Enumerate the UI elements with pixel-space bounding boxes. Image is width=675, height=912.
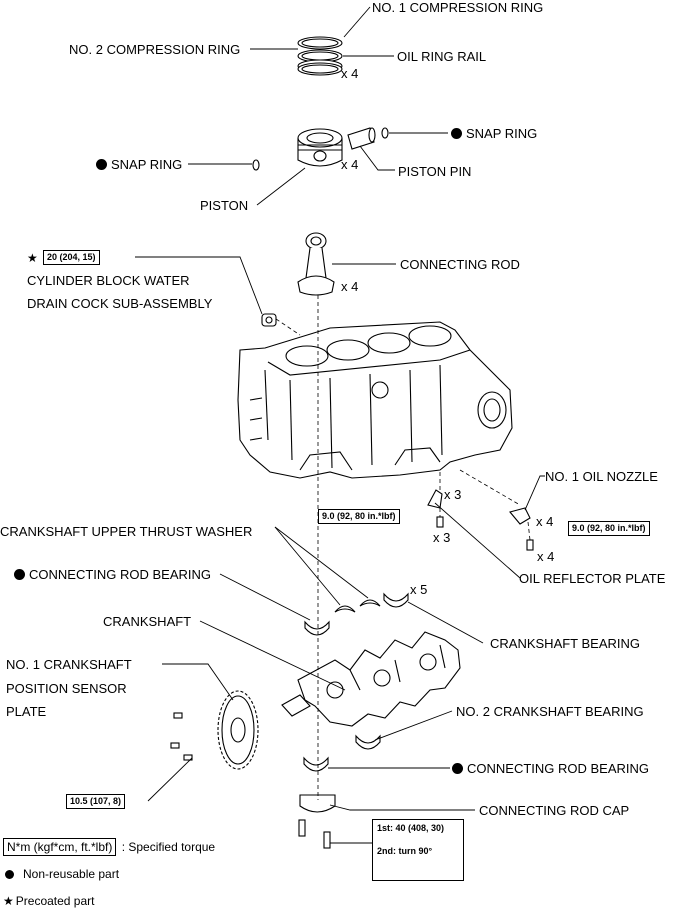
crankshaft-drawing xyxy=(281,631,461,727)
snap-ring-left-text: SNAP RING xyxy=(111,157,183,172)
label-sensor-plate-line3: PLATE xyxy=(6,704,47,719)
filled-circle-icon xyxy=(5,870,14,879)
filled-circle-icon xyxy=(96,159,107,170)
legend-non-reusable-text: Non-reusable part xyxy=(23,867,120,881)
label-crankshaft-bearing: CRANKSHAFT BEARING xyxy=(490,636,641,651)
no2-crankshaft-bearing-drawing xyxy=(355,734,381,750)
qty-bearing: x 5 xyxy=(410,582,428,597)
snap-ring-right-text: SNAP RING xyxy=(466,126,538,141)
conrod-bearing-upper-text: CONNECTING ROD BEARING xyxy=(29,567,212,582)
label-upper-thrust-washer: CRANKSHAFT UPPER THRUST WASHER xyxy=(0,524,253,539)
conrod-bearing-lower-text: CONNECTING ROD BEARING xyxy=(467,761,650,776)
thrust-washer-1 xyxy=(334,605,356,613)
label-no1-oil-nozzle: NO. 1 OIL NOZZLE xyxy=(545,469,658,484)
label-conrod-bearing-lower: CONNECTING ROD BEARING xyxy=(452,761,649,776)
connecting-rod-cap-drawing xyxy=(298,794,336,849)
qty-piston: x 4 xyxy=(341,157,359,172)
torque-cap-bolt-line2: 2nd: turn 90° xyxy=(377,846,433,856)
label-conrod-bearing-upper: CONNECTING ROD BEARING xyxy=(14,567,211,582)
label-snap-ring-right: SNAP RING xyxy=(451,126,537,141)
connecting-rod-drawing xyxy=(297,232,335,296)
legend-unit-box: N*m (kgf*cm, ft.*lbf) xyxy=(3,838,117,856)
snap-ring-left-drawing xyxy=(252,159,260,171)
label-oil-reflector-plate: OIL REFLECTOR PLATE xyxy=(519,571,666,586)
legend-precoated-text: Precoated part xyxy=(15,894,95,908)
label-piston: PISTON xyxy=(200,198,249,213)
label-no1-compression-ring: NO. 1 COMPRESSION RING xyxy=(372,0,544,15)
label-sensor-plate-line1: NO. 1 CRANKSHAFT xyxy=(6,657,132,672)
legend-torque: N*m (kgf*cm, ft.*lbf) : Specified torque xyxy=(3,838,216,856)
filled-circle-icon xyxy=(14,569,25,580)
qty-oil-nozzle: x 4 xyxy=(536,514,554,529)
drain-cock-torque-row: ★ xyxy=(27,250,44,266)
qty-rings: x 4 xyxy=(341,66,359,81)
legend-unit-desc: : Specified torque xyxy=(121,840,216,854)
label-crankshaft: CRANKSHAFT xyxy=(103,614,192,629)
leader-lines xyxy=(135,6,545,844)
sensor-plate-drawing xyxy=(170,690,259,770)
crankshaft-bearing-drawing xyxy=(383,592,409,608)
label-no2-crankshaft-bearing: NO. 2 CRANKSHAFT BEARING xyxy=(456,704,644,719)
torque-cap-bolt: 1st: 40 (408, 30) 2nd: turn 90° xyxy=(372,819,464,881)
label-no2-compression-ring: NO. 2 COMPRESSION RING xyxy=(69,42,241,57)
torque-oil-nozzle-bolt: 9.0 (92, 80 in.*lbf) xyxy=(568,521,650,536)
legend-precoated: ★Precoated part xyxy=(3,894,94,908)
torque-reflector-bolt: 9.0 (92, 80 in.*lbf) xyxy=(318,509,400,524)
torque-cap-bolt-line1: 1st: 40 (408, 30) xyxy=(377,823,445,833)
label-connecting-rod: CONNECTING ROD xyxy=(400,257,520,272)
qty-oil-nozzle-bolt: x 4 xyxy=(537,549,555,564)
snap-ring-right-drawing xyxy=(381,127,389,139)
torque-sensor-plate-bolt: 10.5 (107, 8) xyxy=(66,794,126,809)
label-snap-ring-left: SNAP RING xyxy=(96,157,182,172)
label-oil-ring-rail: OIL RING RAIL xyxy=(397,49,487,64)
label-sensor-plate-line2: POSITION SENSOR xyxy=(6,681,127,696)
label-piston-pin: PISTON PIN xyxy=(398,164,472,179)
piston-rings xyxy=(297,36,343,76)
label-drain-cock-line1: CYLINDER BLOCK WATER xyxy=(27,273,190,288)
drain-cock-drawing xyxy=(261,313,277,327)
filled-circle-icon xyxy=(451,128,462,139)
label-connecting-rod-cap: CONNECTING ROD CAP xyxy=(479,803,630,818)
alignment-lines xyxy=(275,295,531,800)
thrust-washer-2 xyxy=(359,599,381,607)
star-icon: ★ xyxy=(27,251,38,265)
conrod-bearing-upper-drawing xyxy=(304,620,330,636)
star-icon: ★ xyxy=(3,894,14,908)
legend-non-reusable: Non-reusable part xyxy=(5,867,119,881)
piston-drawing xyxy=(297,128,343,167)
conrod-bearing-lower-drawing xyxy=(303,756,329,772)
cylinder-block-drawing xyxy=(237,321,513,479)
qty-reflector-plate: x 3 xyxy=(444,487,462,502)
oil-reflector-plate-drawing xyxy=(427,489,444,528)
filled-circle-icon xyxy=(452,763,463,774)
torque-drain-cock: 20 (204, 15) xyxy=(43,250,100,265)
qty-connecting-rod: x 4 xyxy=(341,279,359,294)
qty-reflector-bolt: x 3 xyxy=(433,530,451,545)
label-drain-cock-line2: DRAIN COCK SUB-ASSEMBLY xyxy=(27,296,213,311)
piston-pin-drawing xyxy=(347,127,376,150)
oil-nozzle-drawing xyxy=(509,507,534,551)
